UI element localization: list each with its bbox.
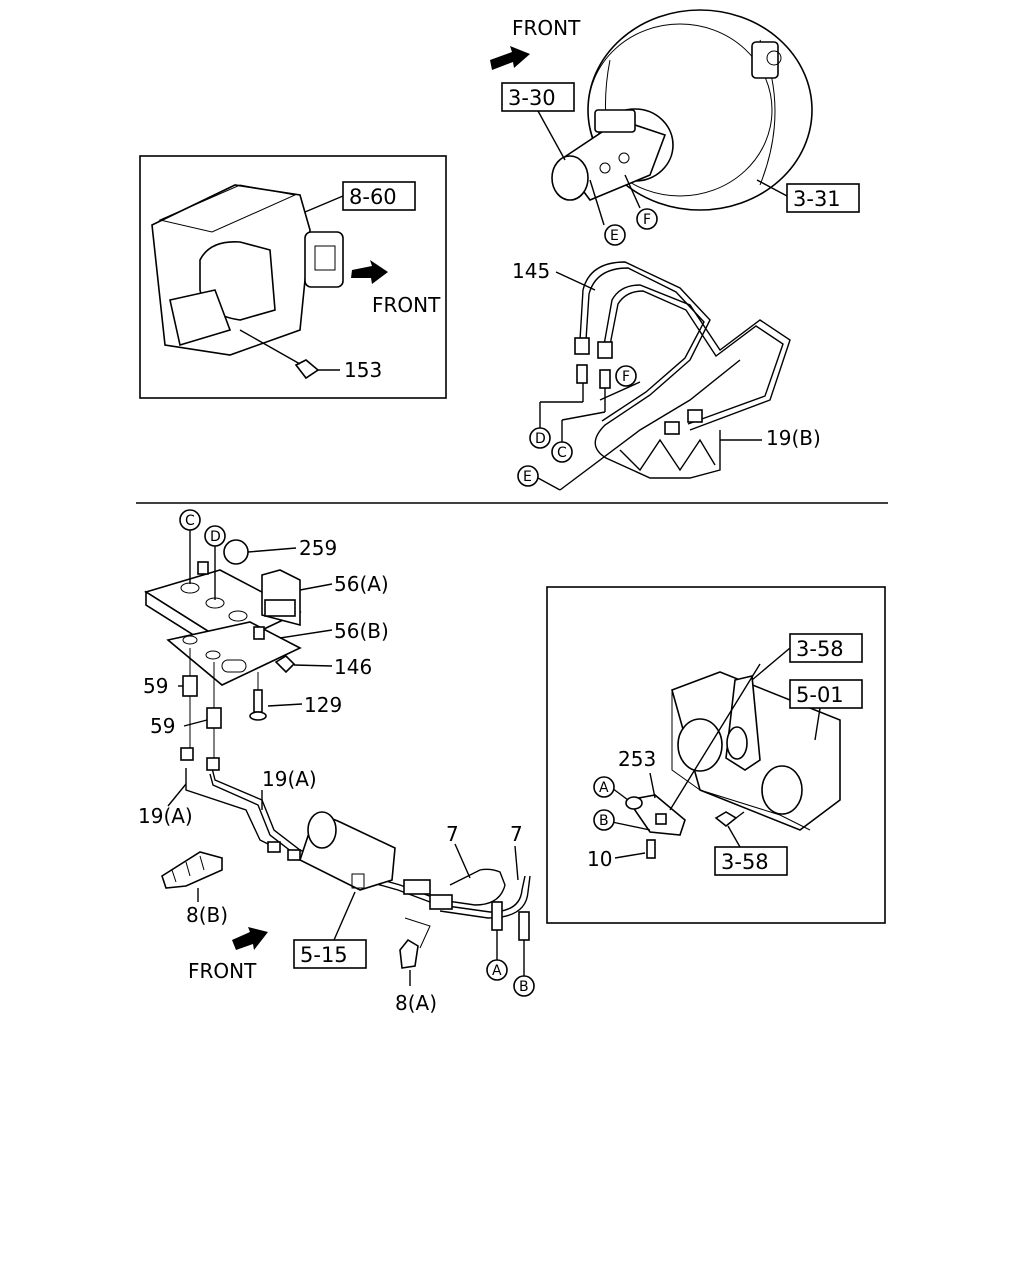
bracket-assembly <box>144 539 302 686</box>
marker-F: F <box>643 212 651 228</box>
marker-C-pipe: C <box>557 445 567 461</box>
callout-146: 146 <box>334 655 372 679</box>
marker-C-bracket: C <box>185 513 195 529</box>
marker-A-pipe: A <box>492 963 502 979</box>
ref-box-5-15: 5-15 <box>300 943 348 967</box>
inset-frame-heater <box>139 155 447 399</box>
front-label-top: FRONT <box>512 16 581 40</box>
marker-D-bracket: D <box>210 529 221 545</box>
front-arrow-heater <box>351 260 388 284</box>
front-label-heater: FRONT <box>372 293 441 317</box>
callout-56B: 56(B) <box>334 619 389 643</box>
ref-box-5-01: 5-01 <box>796 683 844 707</box>
callout-56A: 56(A) <box>334 572 389 596</box>
callout-19A-right: 19(A) <box>262 767 317 791</box>
inset-frame-frame-bracket <box>546 586 886 924</box>
clip-8A <box>399 938 419 969</box>
callout-19B: 19(B) <box>766 426 821 450</box>
callout-153: 153 <box>344 358 382 382</box>
ref-box-8-60: 8-60 <box>349 185 397 209</box>
heater-unit <box>151 184 344 356</box>
cross-member <box>299 811 396 891</box>
callout-129: 129 <box>304 693 342 717</box>
marker-B-pipe: B <box>519 979 529 995</box>
callout-259: 259 <box>299 536 337 560</box>
marker-F-pipe: F <box>622 369 630 385</box>
ref-box-3-30: 3-30 <box>508 86 556 110</box>
ref-box-3-31: 3-31 <box>793 187 841 211</box>
master-cylinder <box>551 109 667 201</box>
union-253 <box>625 794 686 836</box>
callout-59-upper: 59 <box>143 674 168 698</box>
callout-10: 10 <box>587 847 612 871</box>
ref-box-3-58-upper: 3-58 <box>796 637 844 661</box>
clip-8B <box>161 851 223 889</box>
callout-7-left: 7 <box>446 822 459 846</box>
callout-145: 145 <box>512 259 550 283</box>
pipe-bracket-3-58 <box>725 675 761 771</box>
front-arrow-bottom <box>232 927 268 950</box>
marker-B-frame: B <box>599 813 609 829</box>
marker-E-pipe: E <box>523 469 532 485</box>
brake-pipes-upper <box>559 261 791 491</box>
callout-59-lower: 59 <box>150 714 175 738</box>
callout-19A-left: 19(A) <box>138 804 193 828</box>
marker-D-pipe: D <box>535 431 546 447</box>
callout-8A: 8(A) <box>395 991 437 1015</box>
marker-E: E <box>610 228 619 244</box>
callout-8B: 8(B) <box>186 903 228 927</box>
front-label-bottom: FRONT <box>188 959 257 983</box>
callout-7-right: 7 <box>510 822 523 846</box>
front-arrow-top <box>490 46 530 70</box>
ref-box-3-58-lower: 3-58 <box>721 850 769 874</box>
marker-A-frame: A <box>599 780 609 796</box>
callout-253: 253 <box>618 747 656 771</box>
